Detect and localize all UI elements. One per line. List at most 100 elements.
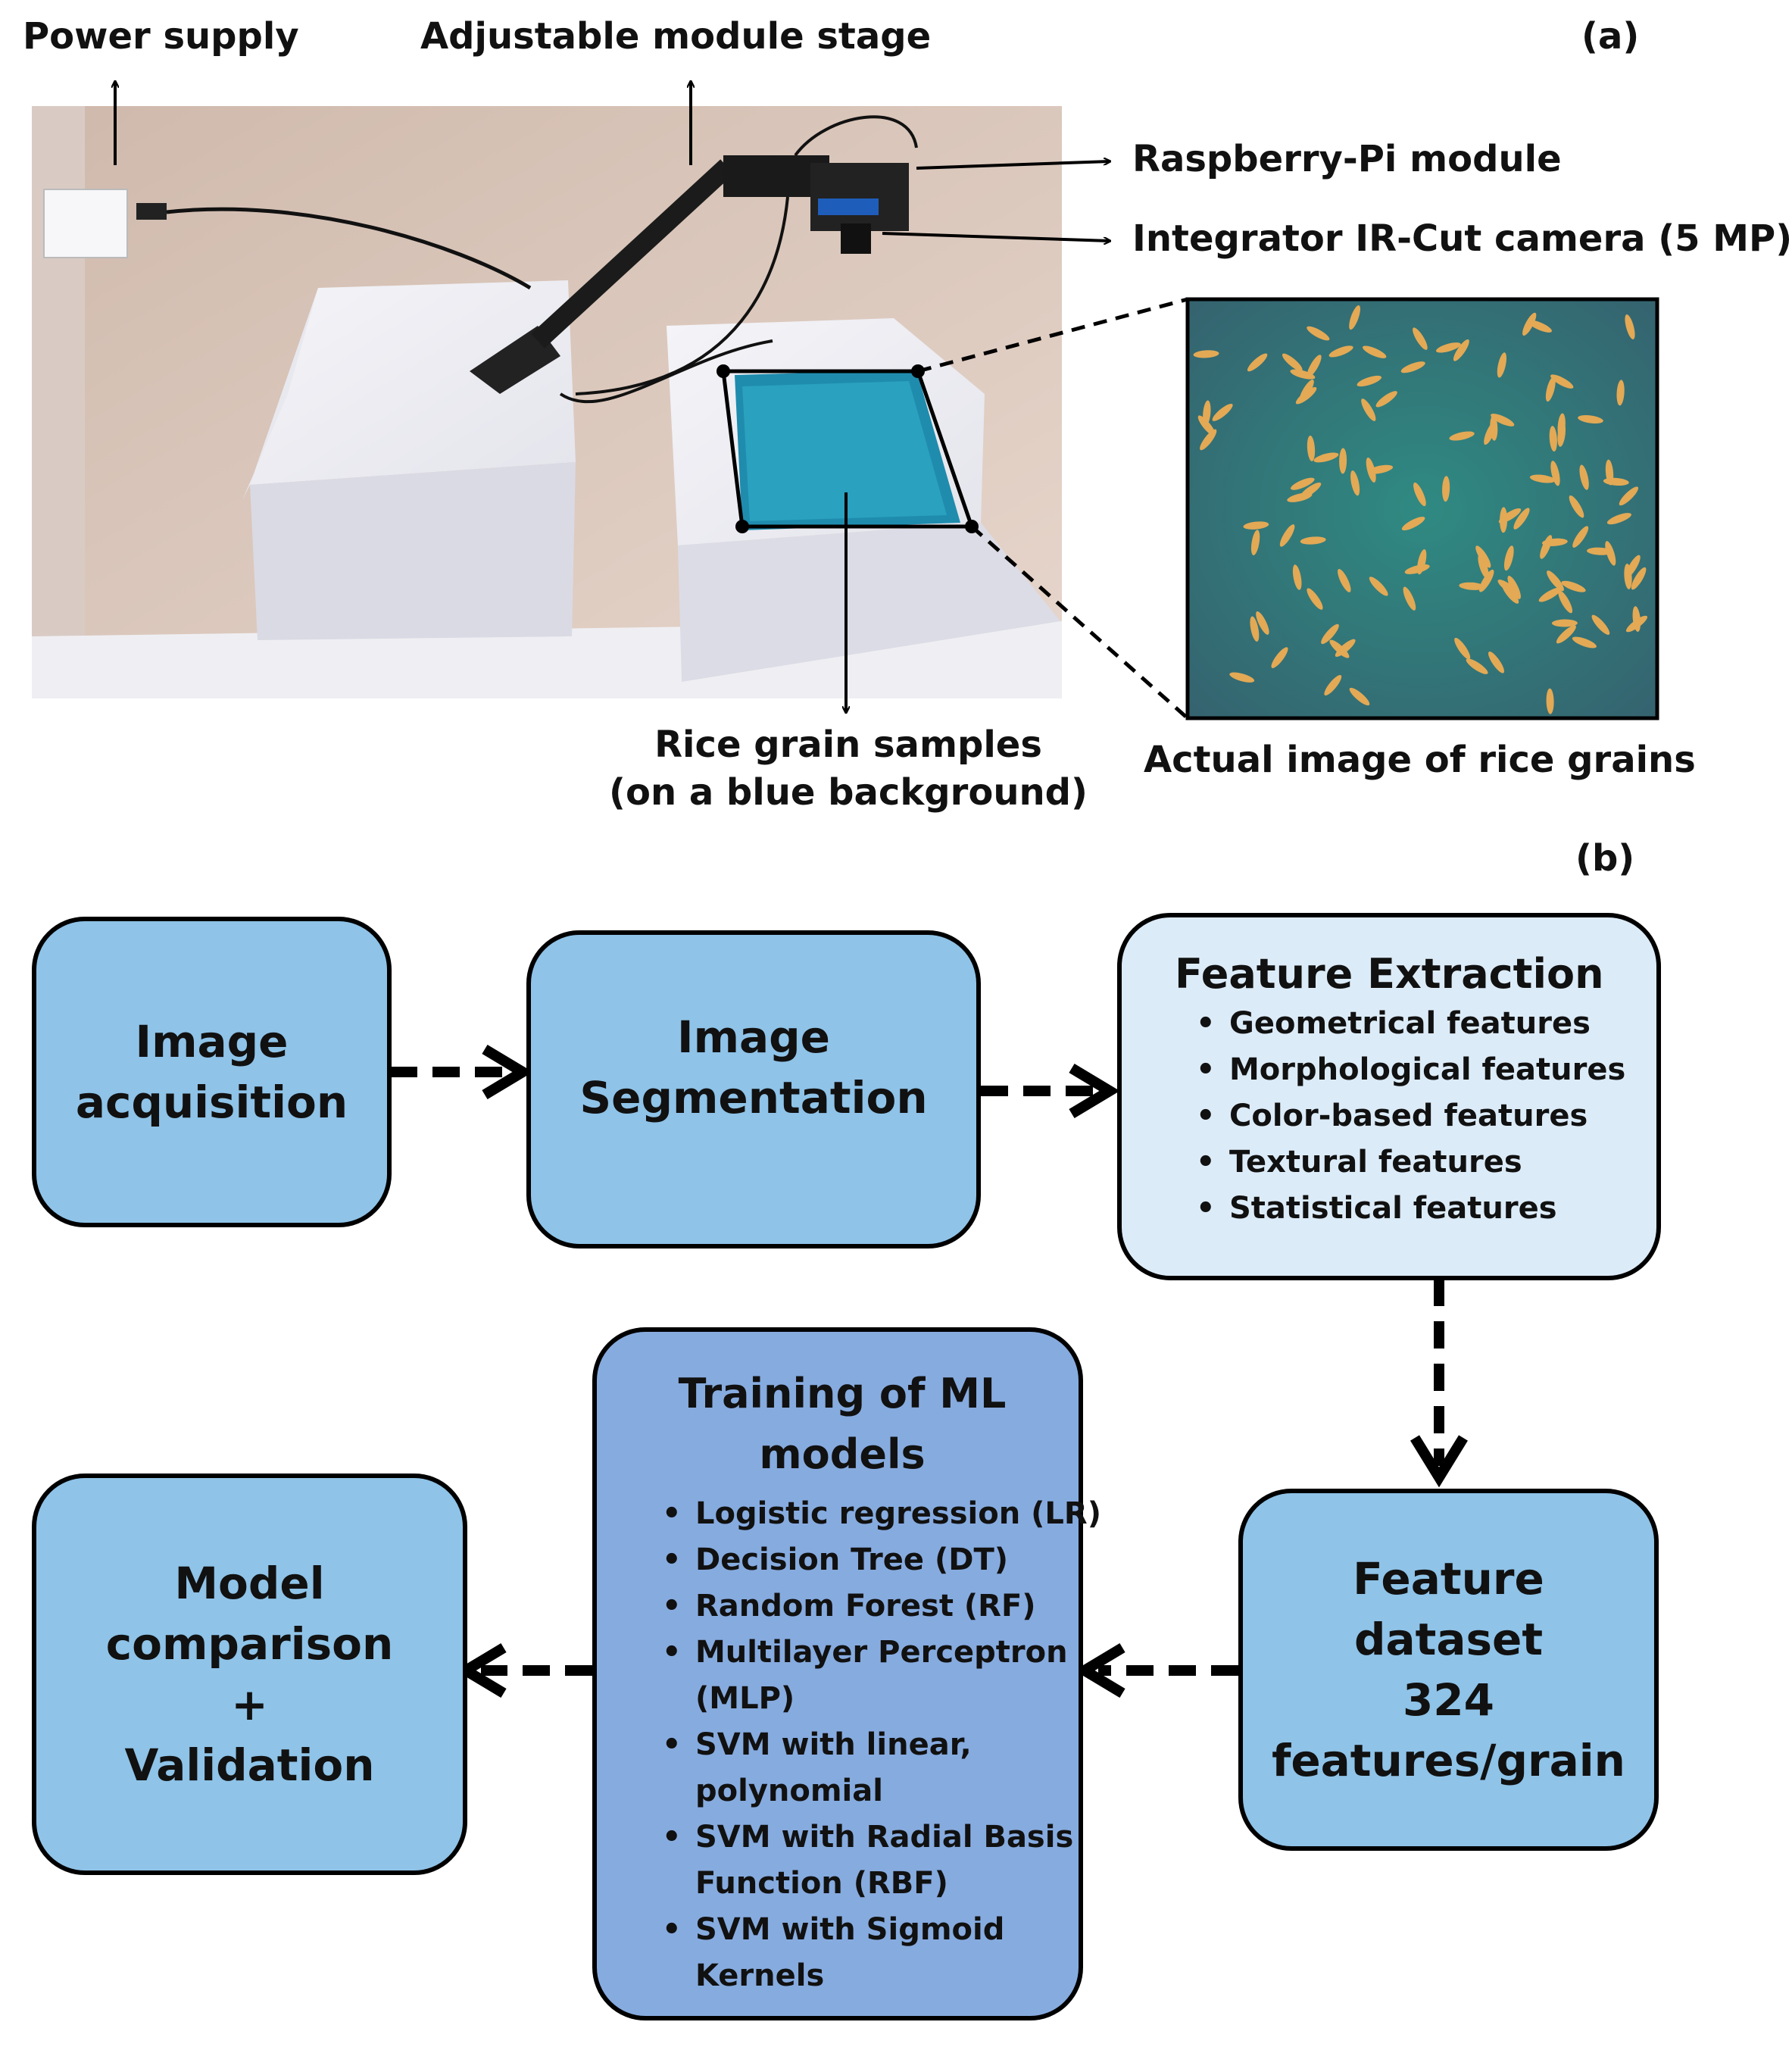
feature-item: •Statistical features [1196, 1186, 1625, 1232]
bullet: • [662, 1496, 682, 1531]
rice-grain [1449, 431, 1475, 441]
feature-item: •Color-based features [1196, 1093, 1625, 1139]
rice-grain [1572, 636, 1597, 648]
comparison-line4: Validation [124, 1739, 375, 1791]
model-item: •Random Forest (RF) [662, 1583, 1101, 1630]
setup-photo [32, 106, 1062, 698]
rice-grain [1478, 554, 1489, 580]
rice-grain [1243, 521, 1269, 530]
setup-illustration [32, 0, 1659, 720]
bullet: • [662, 1542, 682, 1577]
rice-grain [1307, 355, 1322, 378]
rice-grain [1561, 580, 1586, 592]
rice-grain [1349, 687, 1370, 706]
rice-grain [1229, 672, 1255, 683]
rice-grain [1349, 305, 1360, 330]
rice-grain [1579, 464, 1589, 490]
rice-grain [1454, 637, 1471, 660]
training-title-line2: models [759, 1430, 926, 1478]
rice-grain [1503, 545, 1514, 571]
label-actual-image: Actual image of rice grains [1144, 739, 1696, 781]
rice-grain [1522, 312, 1537, 336]
training-title-line1: Training of ML [678, 1370, 1007, 1417]
rice-grain [1557, 413, 1566, 439]
feature-dataset-line3: 324 [1402, 1674, 1495, 1726]
rice-grain [1403, 586, 1416, 611]
rice-grain [1401, 517, 1425, 531]
rice-grain [1545, 377, 1556, 402]
model-item: •SVM with linear,polynomial [662, 1722, 1101, 1814]
rice-grain [1497, 352, 1507, 378]
rice-grain [1619, 486, 1639, 506]
rice-grain [1466, 658, 1488, 674]
model-comparison-box: Model comparison + Validation [32, 1474, 467, 1875]
feature-item: •Textural features [1196, 1139, 1625, 1186]
rice-grain [1513, 508, 1530, 530]
bullet: • [1196, 1145, 1216, 1180]
rice-grain [1291, 477, 1315, 490]
label-camera: Integrator IR-Cut camera (5 MP) [1132, 217, 1792, 260]
rice-grain [1212, 403, 1233, 421]
left-stand-box [242, 280, 576, 640]
rice-grain [1538, 587, 1562, 602]
blue-sample-sheet [735, 370, 960, 530]
bullet: • [1196, 1191, 1216, 1226]
image-segmentation-line2: Segmentation [579, 1072, 928, 1124]
rice-grain [1459, 582, 1485, 590]
image-acquisition-line2: acquisition [75, 1077, 348, 1128]
arrowhead [482, 1044, 533, 1100]
panel-a-tag: (a) [1581, 15, 1640, 58]
bullet: • [1196, 1099, 1216, 1133]
rice-grain [1413, 482, 1426, 507]
bullet: • [662, 1820, 682, 1855]
rice-grain [1307, 588, 1323, 610]
rice-grain [1282, 353, 1303, 371]
model-item: •Decision Tree (DT) [662, 1537, 1101, 1583]
rice-grain [1417, 548, 1427, 575]
rice-grain [1625, 615, 1648, 633]
feature-extraction-title: Feature Extraction [1175, 950, 1604, 998]
rice-grain [1578, 415, 1603, 423]
rice-grain [1292, 564, 1302, 590]
camera-arm [470, 115, 918, 404]
rice-grain [1550, 461, 1560, 486]
rice-grain [1591, 614, 1610, 635]
rice-grain [1369, 577, 1388, 596]
rice-grain [1547, 570, 1564, 592]
rice-grain [1356, 375, 1382, 387]
rice-grain [1490, 414, 1498, 441]
bullet: • [1196, 1052, 1216, 1087]
rice-grain [1616, 380, 1625, 406]
camera-arrow [882, 232, 1110, 241]
rice-grain [1491, 414, 1515, 427]
corner-dot [716, 364, 730, 378]
arrowhead [1069, 1063, 1120, 1119]
power-adapter [43, 189, 532, 290]
rice-grain [1350, 470, 1360, 496]
image-acquisition-box: Image acquisition [32, 917, 392, 1227]
rice-grain [1328, 345, 1353, 358]
rice-grain [1362, 345, 1387, 358]
rice-grain [1541, 538, 1568, 546]
rice-grain [1605, 541, 1616, 566]
rice-grain [1200, 429, 1217, 451]
feature-dataset-line4: features/grain [1272, 1735, 1625, 1786]
label-samples-line2: (on a blue background) [609, 771, 1088, 814]
bullet: • [662, 1727, 682, 1762]
rice-grain [1203, 400, 1211, 427]
rice-grain [1625, 314, 1635, 339]
rice-grain [1551, 619, 1578, 627]
rice-grain [1339, 448, 1347, 474]
rice-grain [1572, 526, 1589, 548]
rice-grain [1324, 674, 1342, 696]
rice-grain [1549, 426, 1557, 452]
rice-grain [1338, 568, 1351, 592]
rice-grain [1529, 474, 1556, 483]
feature-item: •Geometrical features [1196, 1001, 1625, 1047]
label-power-supply: Power supply [23, 15, 299, 58]
rice-grain [1279, 524, 1295, 547]
feature-extraction-list: •Geometrical features •Morphological fea… [1196, 1001, 1625, 1232]
feature-item: •Morphological features [1196, 1047, 1625, 1093]
raspberry-pi-arrow [916, 161, 1110, 170]
rice-grain [1558, 590, 1573, 614]
